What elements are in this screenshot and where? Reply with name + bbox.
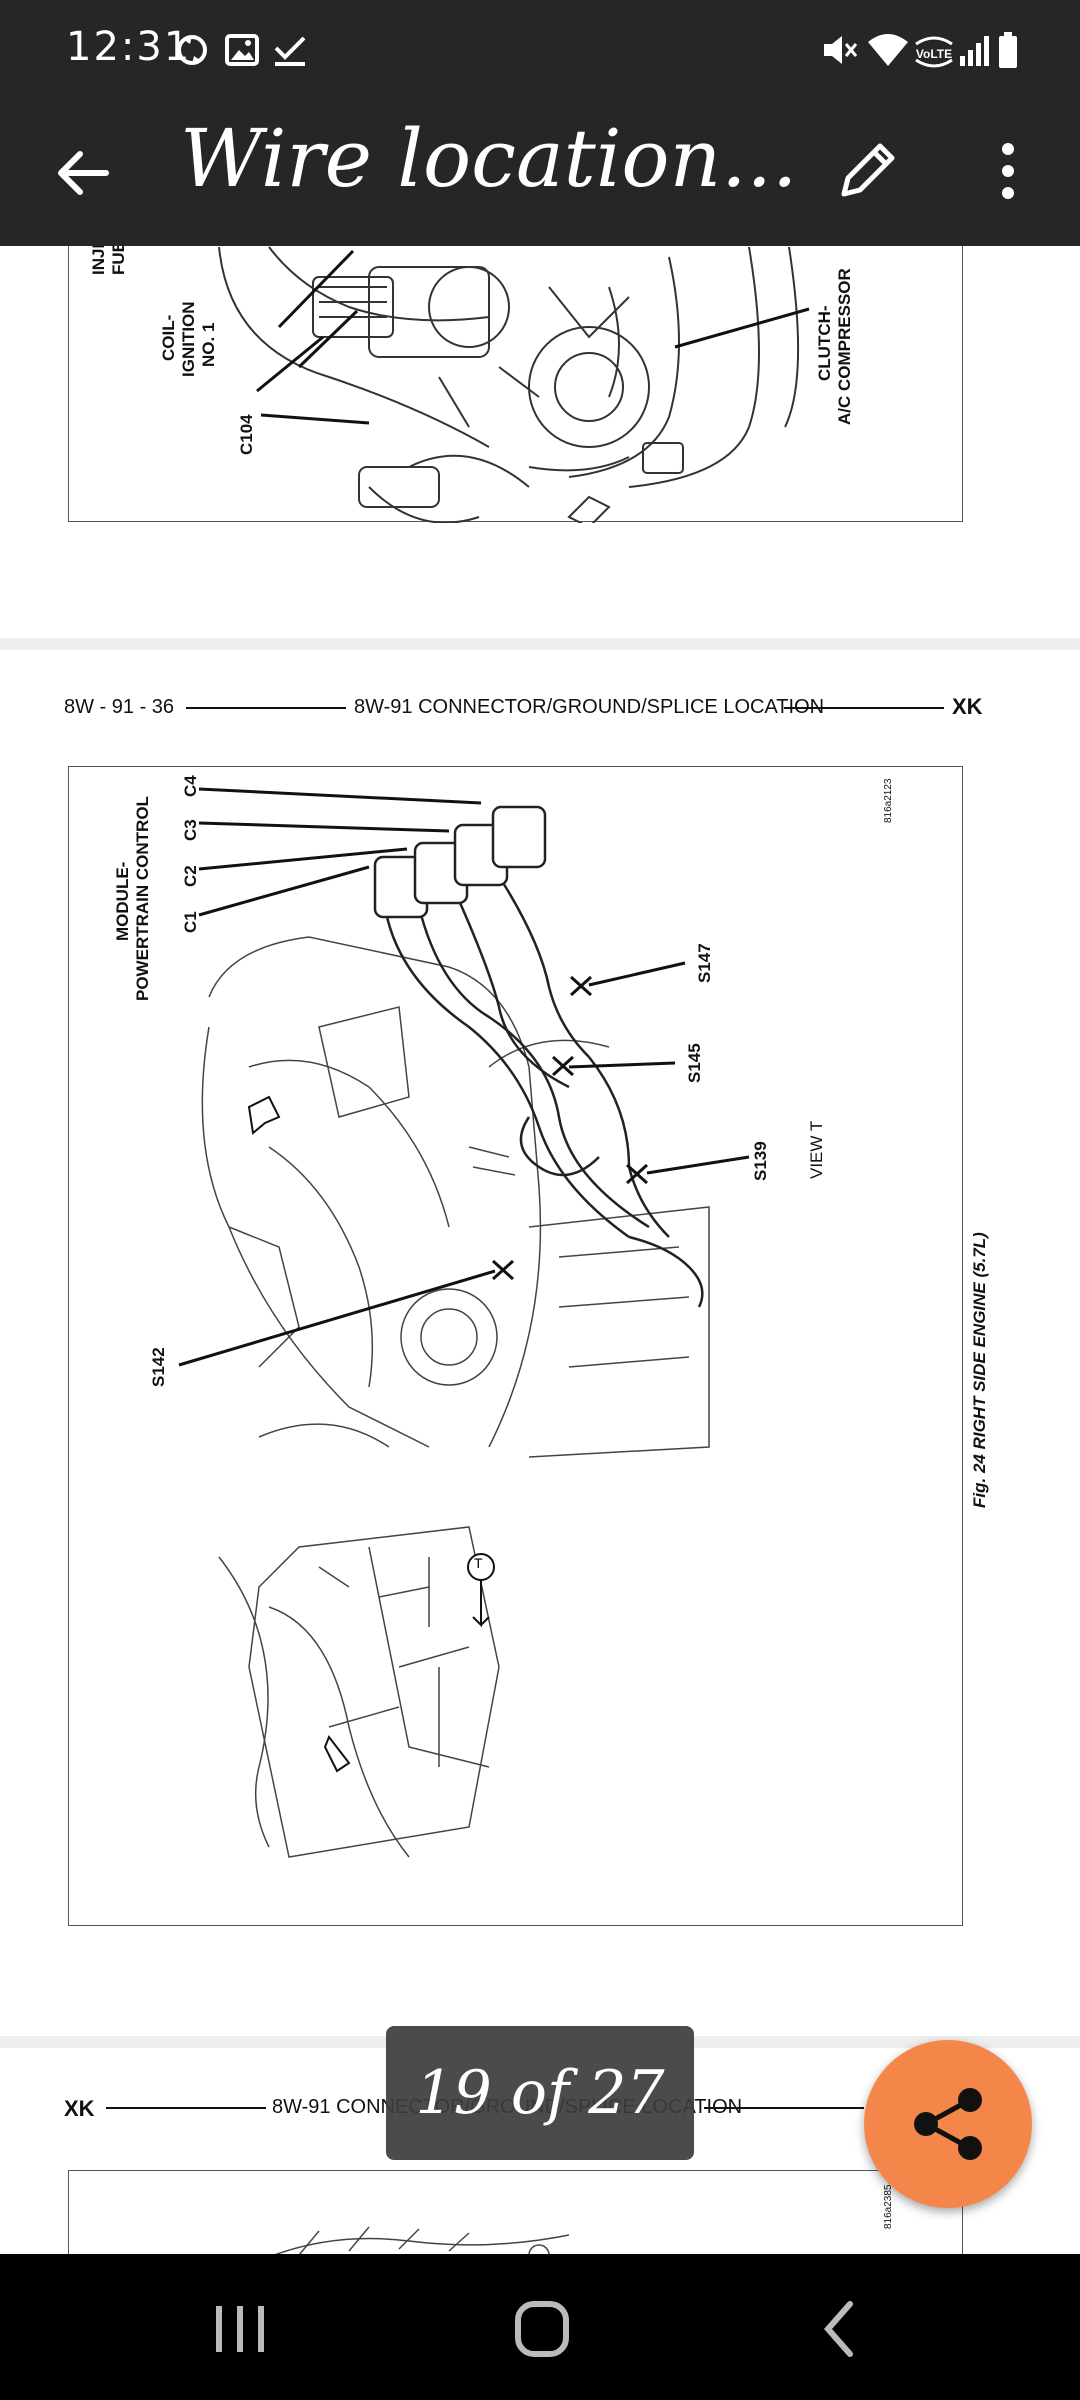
engine-diagram-bottom	[274, 2226, 570, 2254]
page-bottom-header-left: XK	[64, 2096, 95, 2121]
label-c2: C2	[181, 865, 200, 887]
svg-text:VoLTE: VoLTE	[916, 47, 952, 61]
label-s147: S147	[695, 943, 714, 983]
home-button[interactable]	[482, 2284, 602, 2374]
label-ac-compressor: A/C COMPRESSOR	[835, 268, 854, 425]
label-ignition: IGNITION	[179, 301, 198, 377]
page-top-figure: INJECT FUEL- COIL- IGNITION NO. 1 C104 C…	[68, 246, 963, 523]
page-header-center: 8W-91 CONNECTOR/GROUND/SPLICE LOCATION	[354, 696, 825, 718]
signal-icon	[958, 30, 994, 75]
more-vert-icon	[1002, 143, 1014, 199]
recents-icon	[216, 2306, 264, 2352]
app-bar: Wire location...	[0, 100, 1080, 246]
label-c1: C1	[181, 911, 200, 933]
engine-diagram-top	[218, 246, 810, 523]
sync-icon	[172, 30, 212, 75]
home-icon	[515, 2301, 569, 2357]
gallery-icon	[222, 30, 262, 75]
share-button[interactable]	[864, 2040, 1032, 2208]
label-fuel: FUEL-	[109, 246, 128, 275]
page-bottom-figure: 816a2385	[68, 2170, 963, 2254]
label-coil: COIL-	[159, 314, 178, 361]
label-s142: S142	[149, 1347, 168, 1387]
nav-back-icon	[824, 2301, 853, 2357]
figure-id: 816a2123	[883, 778, 894, 824]
header-rule	[186, 707, 346, 709]
label-view-t: VIEW T	[807, 1120, 826, 1179]
label-c4: C4	[181, 775, 200, 797]
nav-back-button[interactable]	[780, 2284, 900, 2374]
document-viewer[interactable]: INJECT FUEL- COIL- IGNITION NO. 1 C104 C…	[0, 246, 1080, 2254]
label-view-marker: T	[474, 1555, 483, 1571]
header-rule	[704, 2107, 864, 2109]
back-button[interactable]	[40, 128, 130, 218]
arrow-back-icon	[58, 151, 109, 195]
wifi-icon	[866, 30, 910, 75]
navigation-bar	[0, 2254, 1080, 2400]
checkmark-icon	[270, 30, 310, 75]
mute-icon	[820, 30, 860, 75]
label-no1: NO. 1	[199, 322, 218, 367]
label-c3: C3	[181, 819, 200, 841]
recents-button[interactable]	[180, 2284, 300, 2374]
engine-diagram-main	[178, 787, 750, 1858]
status-bar: 12:31 VoLTE	[0, 0, 1080, 100]
page-indicator: 19 of 27	[386, 2026, 694, 2160]
page-header-left: 8W - 91 - 36	[64, 696, 175, 718]
label-powertrain-control: POWERTRAIN CONTROL	[133, 796, 152, 1001]
page-separator	[0, 638, 1080, 650]
label-s139: S139	[751, 1141, 770, 1181]
header-rule	[784, 707, 944, 709]
page-header-right: XK	[952, 694, 983, 719]
edit-button[interactable]	[822, 126, 912, 216]
battery-icon	[996, 30, 1020, 75]
document-title: Wire location...	[180, 112, 798, 205]
label-c104: C104	[237, 414, 256, 455]
label-module: MODULE-	[113, 861, 132, 941]
header-rule	[106, 2107, 266, 2109]
share-icon	[914, 2088, 982, 2160]
more-options-button[interactable]	[968, 126, 1048, 216]
figure-caption: Fig. 24 RIGHT SIDE ENGINE (5.7L)	[970, 1232, 989, 1508]
volte-icon: VoLTE	[912, 34, 956, 73]
label-clutch: CLUTCH-	[815, 305, 834, 381]
label-inject: INJECT	[89, 246, 109, 275]
figure-right-side-engine: MODULE- POWERTRAIN CONTROL C1 C2 C3 C4 S…	[68, 766, 963, 1926]
status-time: 12:31	[66, 24, 192, 70]
label-s145: S145	[685, 1043, 704, 1083]
pencil-icon	[841, 143, 895, 197]
